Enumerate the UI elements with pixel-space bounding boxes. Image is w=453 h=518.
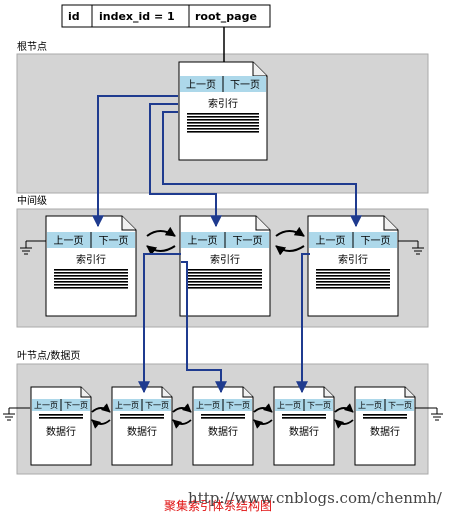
column-id: id [68,10,80,23]
ground-icon [398,240,424,255]
page-rows-label: 数据行 [127,425,157,438]
prev-page-pointer: 上一页 [188,235,218,247]
prev-page-pointer: 上一页 [358,401,382,410]
next-page-pointer: 下一页 [226,401,250,410]
ground-icon [3,407,30,421]
next-page-pointer: 下一页 [64,401,88,410]
level-label-leaf: 叶节点/数据页 [17,349,80,362]
page-rows-label: 索引行 [210,253,240,266]
column-index-id: index_id = 1 [99,10,175,23]
leaf-data-page: 上一页下一页数据行 [192,386,254,466]
next-page-pointer: 下一页 [233,235,263,247]
root-to-intermediate-pointers [92,95,362,228]
prev-page-pointer: 上一页 [34,401,58,410]
diagram-caption: 聚集索引体系结构图 [164,498,272,513]
system-table-row: id index_id = 1 root_page [61,4,271,28]
intermediate-sibling-links [146,226,305,256]
prev-page-pointer: 上一页 [277,401,301,410]
leaf-data-page: 上一页下一页数据行 [354,386,416,466]
prev-page-pointer: 上一页 [115,401,139,410]
next-page-pointer: 下一页 [307,401,331,410]
prev-page-pointer: 上一页 [316,235,346,247]
leaf-data-page: 上一页下一页数据行 [111,386,173,466]
prev-page-pointer: 上一页 [196,401,220,410]
page-rows-label: 数据行 [289,425,319,438]
prev-page-pointer: 上一页 [186,79,216,91]
page-rows-label: 索引行 [338,253,368,266]
page-rows-label: 索引行 [76,253,106,266]
page-rows-label: 数据行 [208,425,238,438]
next-page-pointer: 下一页 [230,79,260,91]
level-label-intermediate: 中间级 [17,194,47,207]
prev-page-pointer: 上一页 [54,235,84,247]
page-rows-label: 数据行 [370,425,400,438]
next-page-pointer: 下一页 [388,401,412,410]
next-page-pointer: 下一页 [145,401,169,410]
intermediate-to-leaf-pointers [138,253,310,394]
leaf-data-page: 上一页下一页数据行 [273,386,335,466]
level-label-root: 根节点 [17,40,47,53]
leaf-data-page: 上一页下一页数据行 [30,386,92,466]
pages-group: 上一页下一页索引行上一页下一页索引行上一页下一页索引行上一页下一页索引行上一页下… [30,61,416,466]
page-rows-label: 数据行 [46,425,76,438]
leaf-sibling-links [91,403,354,429]
next-page-pointer: 下一页 [361,235,391,247]
page-rows-label: 索引行 [208,97,238,110]
watermark-url: http://www.cnblogs.com/chenmh/ [188,489,443,507]
next-page-pointer: 下一页 [99,235,129,247]
column-root-page: root_page [195,10,257,23]
ground-icon [20,240,46,255]
ground-icon [415,407,443,421]
